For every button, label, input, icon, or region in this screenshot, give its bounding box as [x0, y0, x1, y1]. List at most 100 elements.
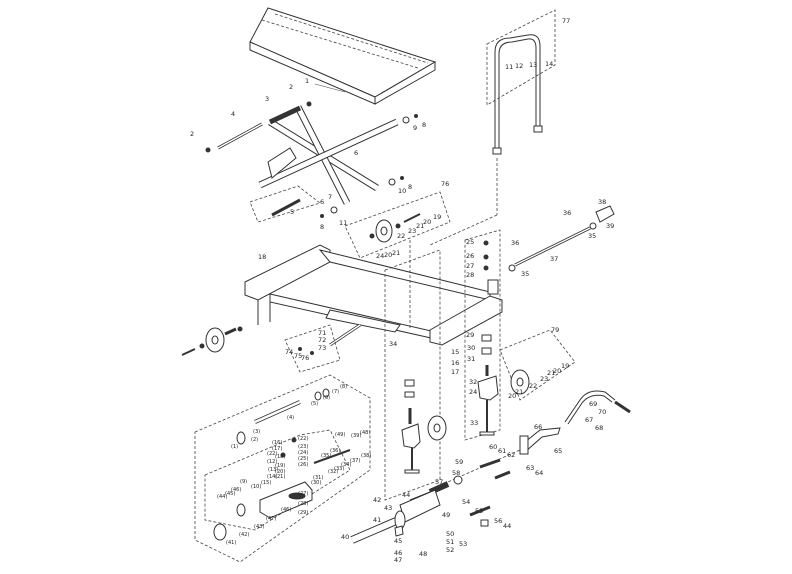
part-callout: (1)	[231, 444, 238, 450]
part-callout: 73	[318, 344, 326, 352]
part-callout: (32)	[328, 469, 338, 475]
part-callout: (19)	[275, 463, 285, 469]
part-callout: (29)	[298, 510, 308, 516]
part-callout: 38	[598, 198, 606, 206]
part-callout: 20	[553, 367, 561, 375]
part-callout: 63	[526, 464, 534, 472]
part-callout: (39)	[351, 433, 361, 439]
part-callout: 41	[373, 516, 381, 524]
part-callout: 70	[598, 408, 606, 416]
base-frame	[244, 240, 503, 346]
part-callout: (36)	[330, 448, 340, 454]
scissor-arms	[205, 101, 418, 223]
part-callout: (42)	[239, 532, 249, 538]
part-callout: (38)	[361, 453, 371, 459]
part-callout: 68	[595, 424, 603, 432]
tie-rod	[508, 205, 615, 272]
part-callout: 46	[394, 549, 402, 557]
part-callout: (18)	[275, 454, 285, 460]
part-callout: 32	[469, 378, 477, 386]
part-callout: (44)	[217, 494, 227, 500]
part-callout: (12)	[267, 459, 277, 465]
part-callout: 8	[408, 183, 412, 191]
part-callout: 10	[398, 187, 406, 195]
part-callout: 17	[451, 368, 459, 376]
part-callout: 19	[561, 362, 569, 370]
part-callout: (26)	[298, 462, 308, 468]
part-callout: (15)	[261, 480, 271, 486]
part-callout: 45	[394, 537, 402, 545]
part-callout: (48)	[360, 430, 370, 436]
part-callout: 55	[475, 507, 483, 515]
part-callout: 76	[301, 354, 309, 362]
part-callout: 21	[515, 388, 523, 396]
part-callout: 37	[550, 255, 558, 263]
part-callout: 58	[452, 469, 460, 477]
part-callout: 64	[535, 469, 543, 477]
part-callout: 35	[521, 270, 529, 278]
part-callout: 50	[446, 530, 454, 538]
part-callout: (17)	[272, 446, 282, 452]
part-callout: 24	[469, 388, 477, 396]
part-callout: (33)	[334, 466, 344, 472]
part-callout: 56	[494, 517, 502, 525]
wheel-assembly-76	[344, 191, 451, 259]
part-callout: (20)	[275, 469, 285, 475]
part-callout: 29	[466, 331, 474, 339]
part-callout: 75	[294, 352, 302, 360]
part-callout: 54	[462, 498, 470, 506]
part-callout: 24	[376, 252, 384, 260]
part-callout: 15	[451, 348, 459, 356]
part-callout: 20	[384, 251, 392, 259]
part-callout: 13	[529, 61, 537, 69]
part-callout: 40	[341, 533, 349, 541]
part-callout: (9)	[240, 479, 247, 485]
part-callout: 36	[563, 209, 571, 217]
part-callout: (31)	[313, 475, 323, 481]
part-callout: 65	[554, 447, 562, 455]
part-callout: (23)	[298, 444, 308, 450]
part-callout: 26	[466, 252, 474, 260]
part-callout: (10)	[251, 484, 261, 490]
part-callout: 2	[289, 83, 293, 91]
part-callout: 49	[442, 511, 450, 519]
part-callout: 25	[466, 238, 474, 246]
small-parts-71-76	[284, 323, 361, 373]
part-callout: 21	[547, 369, 555, 377]
part-callout: (21)	[275, 474, 285, 480]
part-callout: (27)	[298, 491, 308, 497]
part-callout: 4	[231, 110, 235, 118]
caster-right	[464, 229, 576, 441]
part-callout: (47)	[266, 516, 276, 522]
part-callout: 72	[318, 336, 326, 344]
part-callout: 3	[265, 95, 269, 103]
part-callout: (30)	[311, 480, 321, 486]
part-callout: 16	[451, 359, 459, 367]
part-callout: 79	[551, 326, 559, 334]
part-callout: 21	[392, 249, 400, 257]
table-tray	[249, 7, 437, 105]
part-callout: (4)	[287, 415, 294, 421]
part-callout: 21	[416, 222, 424, 230]
part-callout: (46)	[231, 487, 241, 493]
part-callout: 6	[320, 198, 324, 206]
part-callout: 69	[589, 400, 597, 408]
part-callout: 22	[529, 382, 537, 390]
part-callout: 76	[441, 180, 449, 188]
part-callout: (45)	[225, 491, 235, 497]
part-callout: (7)	[332, 389, 339, 395]
part-callout: (37)	[350, 458, 360, 464]
part-callout: 61	[498, 447, 506, 455]
part-callout: (16)	[272, 440, 282, 446]
part-callout: 62	[507, 451, 515, 459]
pump-body	[350, 487, 441, 544]
part-callout: 36	[511, 239, 519, 247]
part-callout: 35	[588, 232, 596, 240]
part-callout: 67	[585, 416, 593, 424]
part-callout: 5	[290, 208, 294, 216]
part-callout: 9	[413, 124, 417, 132]
part-callout: 74	[285, 348, 293, 356]
part-callout: 51	[446, 538, 454, 546]
part-callout: 7	[328, 193, 332, 201]
